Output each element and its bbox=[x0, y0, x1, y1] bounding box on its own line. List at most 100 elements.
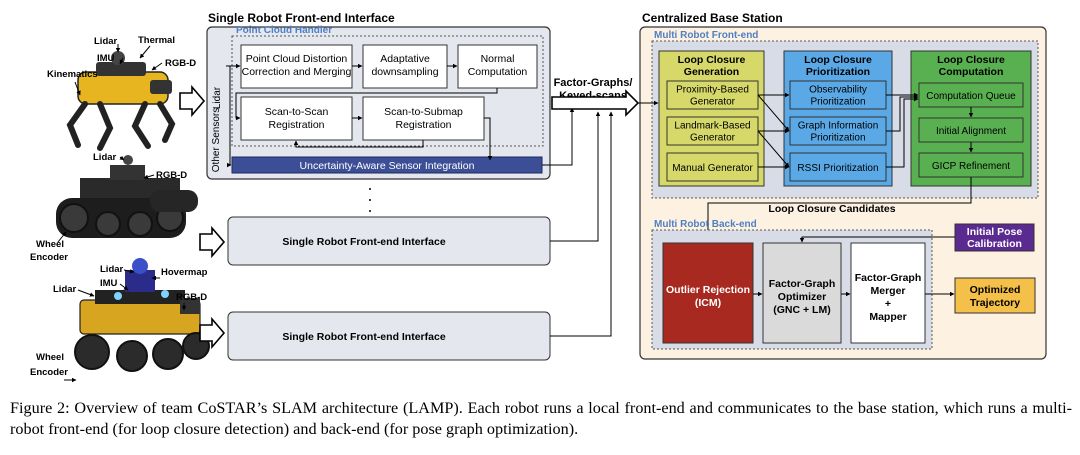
merger-text-1: Factor-Graph bbox=[855, 272, 922, 284]
tracked-label-arrows bbox=[57, 155, 155, 243]
scan-to-submap-text-line2: Registration bbox=[395, 119, 451, 131]
adaptive-downsampling-box bbox=[362, 44, 448, 89]
observability-text-1: Observability bbox=[809, 85, 867, 96]
multi-robot-back-end-label: Multi Robot Back-end bbox=[654, 219, 757, 230]
lcc-title-line2: Computation bbox=[939, 66, 1004, 78]
distortion-correction-text-line2: Correction and Merging bbox=[242, 66, 352, 78]
gicp-refinement-box bbox=[918, 152, 1024, 178]
initial-pose-text-2: Calibration bbox=[967, 238, 1022, 250]
gicp-refinement-text: GICP Refinement bbox=[932, 161, 1010, 172]
lcc-title-line1: Loop Closure bbox=[937, 54, 1005, 66]
graph-info-text-2: Prioritization bbox=[810, 133, 865, 144]
robot3-hollow-arrow bbox=[199, 316, 226, 350]
normal-computation-box bbox=[457, 44, 538, 89]
husky-robot-image bbox=[74, 258, 210, 372]
loop-closure-candidates-label: Loop Closure Candidates bbox=[768, 203, 895, 215]
uncertainty-aware-text: Uncertainty-Aware Sensor Integration bbox=[300, 160, 475, 172]
rssi-prioritization-text: RSSI Prioritization bbox=[797, 163, 878, 174]
robot1-hollow-arrow bbox=[179, 84, 206, 118]
spot-label-arrows bbox=[74, 44, 163, 96]
lcg-title-line1: Loop Closure bbox=[678, 54, 746, 66]
ellipsis-dots bbox=[369, 188, 371, 212]
normal-computation-text-line2: Computation bbox=[468, 66, 528, 78]
observability-text-2: Prioritization bbox=[810, 97, 865, 108]
proximity-generator-text-1: Proximity-Based bbox=[676, 85, 749, 96]
outlier-rejection-box bbox=[662, 242, 754, 344]
landmark-generator-text-2: Generator bbox=[690, 133, 736, 144]
multi-robot-front-end-label: Multi Robot Front-end bbox=[654, 30, 758, 41]
optimized-trajectory-text-2: Trajectory bbox=[970, 297, 1020, 309]
factor-graph-merger-box bbox=[850, 242, 926, 344]
point-cloud-handler-box bbox=[231, 35, 544, 147]
lidar-side-label: Lidar bbox=[212, 86, 223, 109]
other-sensors-side-label: Other Sensors bbox=[211, 108, 222, 172]
computation-queue-text: Computation Queue bbox=[926, 91, 1016, 102]
initial-alignment-box bbox=[918, 117, 1024, 143]
merger-text-3: + bbox=[885, 298, 891, 310]
husky-label-arrows bbox=[64, 268, 187, 383]
tracked-wheel-label: Wheel bbox=[36, 239, 64, 250]
graph-info-prioritization-box bbox=[789, 116, 887, 146]
optimizer-text-2: Optimizer bbox=[778, 291, 826, 303]
lcg-title-line2: Generation bbox=[684, 66, 739, 78]
outlier-rejection-text-1: Outlier Rejection bbox=[666, 284, 750, 296]
optimizer-text-1: Factor-Graph bbox=[769, 278, 836, 290]
husky-wheel-label: Wheel bbox=[36, 352, 64, 363]
factor-graph-optimizer-box bbox=[762, 242, 842, 344]
factor-graphs-label: Factor-Graphs/ bbox=[554, 77, 633, 89]
scan-to-scan-box bbox=[240, 96, 353, 141]
outlier-rejection-text-2: (ICM) bbox=[695, 297, 721, 309]
husky-lidar-top-label: Lidar bbox=[100, 264, 124, 275]
proximity-generator-text-2: Generator bbox=[690, 97, 736, 108]
slam-architecture-diagram: Lidar Thermal IMU RGB-D Kinematics Lidar… bbox=[30, 11, 1047, 383]
scan-to-scan-text-line2: Registration bbox=[268, 119, 324, 131]
husky-encoder-label: Encoder bbox=[30, 367, 68, 378]
normal-computation-text: Normal bbox=[481, 53, 515, 65]
merger-text-4: Mapper bbox=[869, 311, 906, 323]
front-end-arrows bbox=[226, 63, 575, 168]
lcp-title-line1: Loop Closure bbox=[804, 54, 872, 66]
distortion-correction-box bbox=[240, 44, 353, 89]
adaptive-downsampling-text-line2: downsampling bbox=[371, 66, 438, 78]
spot-kinematics-label: Kinematics bbox=[47, 69, 98, 80]
spot-robot-image bbox=[66, 51, 176, 151]
spot-lidar-label: Lidar bbox=[94, 36, 118, 47]
distortion-correction-text: Point Cloud Distortion bbox=[246, 53, 348, 65]
collapsed-front-end-1-text: Single Robot Front-end Interface bbox=[282, 236, 445, 248]
graph-info-text-1: Graph Information bbox=[798, 121, 879, 132]
rssi-prioritization-box bbox=[789, 152, 887, 182]
scan-to-scan-text: Scan-to-Scan bbox=[265, 106, 329, 118]
collapsed-front-end-2-text: Single Robot Front-end Interface bbox=[282, 331, 445, 343]
optimizer-text-3: (GNC + LM) bbox=[773, 304, 830, 316]
husky-lidar-side-label: Lidar bbox=[53, 284, 77, 295]
optimized-trajectory-box bbox=[954, 277, 1036, 314]
initial-alignment-text: Initial Alignment bbox=[936, 126, 1006, 137]
tracked-robot-image bbox=[56, 155, 198, 238]
initial-pose-calibration-box bbox=[954, 223, 1035, 252]
husky-imu-label: IMU bbox=[100, 278, 118, 289]
scan-to-submap-box bbox=[362, 96, 485, 141]
tracked-rgbd-label: RGB-D bbox=[156, 170, 187, 181]
proximity-generator-box bbox=[666, 80, 759, 110]
manual-generator-text: Manual Generator bbox=[672, 163, 753, 174]
point-cloud-handler-label: Point Cloud Handler bbox=[236, 25, 332, 36]
collapsed-connector-arrows bbox=[550, 111, 614, 337]
scan-to-submap-text: Scan-to-Submap bbox=[384, 106, 463, 118]
tracked-lidar-label: Lidar bbox=[93, 152, 117, 163]
figure-caption: Figure 2: Overview of team CoSTAR’s SLAM… bbox=[10, 399, 1072, 438]
landmark-generator-text-1: Landmark-Based bbox=[674, 121, 750, 132]
tracked-encoder-label: Encoder bbox=[30, 252, 68, 263]
spot-thermal-label: Thermal bbox=[138, 35, 175, 46]
front-end-title: Single Robot Front-end Interface bbox=[208, 11, 395, 25]
merger-text-2: Merger bbox=[870, 285, 905, 297]
adaptive-downsampling-text: Adaptative bbox=[380, 53, 430, 65]
lcp-title-line2: Prioritization bbox=[806, 66, 870, 78]
husky-hovermap-label: Hovermap bbox=[161, 267, 208, 278]
observability-prioritization-box bbox=[789, 80, 887, 110]
robot2-hollow-arrow bbox=[199, 225, 226, 259]
optimized-trajectory-text-1: Optimized bbox=[970, 284, 1021, 296]
back-end-arrows bbox=[753, 236, 955, 297]
spot-imu-label: IMU bbox=[97, 53, 115, 64]
husky-rgbd-label: RGB-D bbox=[176, 292, 207, 303]
spot-rgbd-label: RGB-D bbox=[165, 58, 196, 69]
